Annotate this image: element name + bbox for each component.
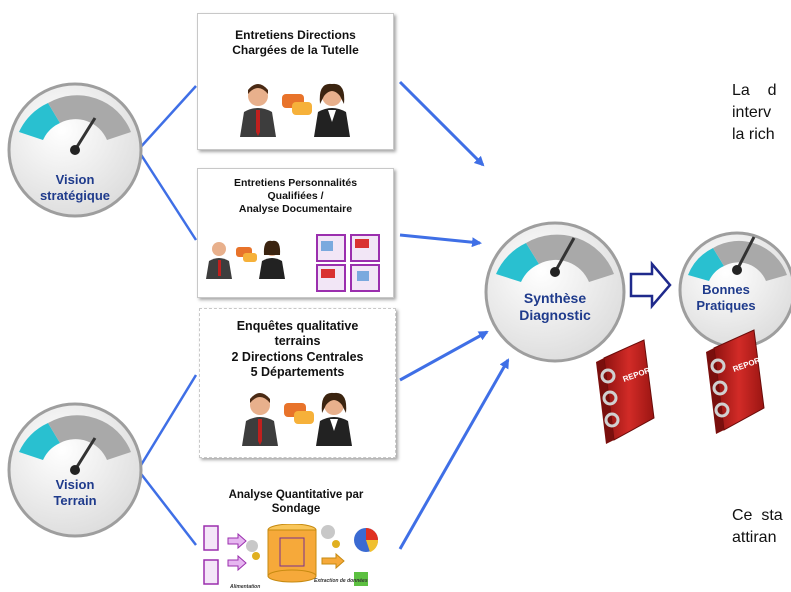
text-line: attiran	[732, 529, 777, 546]
card-title-line: Enquêtes qualitative	[236, 319, 359, 333]
data-pipeline-icon	[203, 524, 379, 586]
gauge-label-line: Pratiques	[696, 297, 756, 313]
text-block-top: La d interv la rich	[732, 80, 776, 146]
arrow-to-bonnes-pratiques-icon	[629, 260, 672, 310]
gauge-label-vision-strategique: Vision stratégique	[35, 172, 115, 203]
arrow-personnalites-to-synthese	[399, 233, 482, 248]
gauge-label-line: Diagnostic	[519, 306, 591, 323]
text-line: La d	[732, 82, 777, 99]
gauge-label-line: stratégique	[39, 187, 111, 203]
documents-icon	[316, 234, 380, 292]
gauge-label-line: Vision	[55, 477, 95, 492]
text-block-bottom: Ce sta attiran	[732, 505, 783, 549]
caption-extraction: Extraction de données	[314, 578, 368, 584]
report-book-icon: REPORT	[706, 329, 766, 434]
report-book-icon: REPORT	[596, 339, 656, 444]
card-analyse-quantitative: Analyse Quantitative par Sondage Aliment…	[196, 488, 396, 592]
card-title-line: Entretiens Directions	[235, 28, 356, 42]
people-conversation-icon	[242, 392, 352, 446]
card-title-line: Analyse Documentaire	[238, 202, 353, 215]
card-enquetes-qualitative: Enquêtes qualitative terrains 2 Directio…	[199, 308, 396, 458]
card-title-line: 2 Directions Centrales	[231, 349, 364, 364]
text-line: la rich	[732, 126, 775, 143]
gauge-bonnes-pratiques	[678, 231, 791, 349]
connector-line	[136, 374, 198, 471]
card-entretiens-personnalites: Entretiens Personnalités Qualifiées / An…	[197, 168, 394, 298]
connector-line	[137, 469, 197, 546]
gauge-synthese-diagnostic	[484, 221, 626, 363]
connector-line	[137, 85, 197, 151]
text-line: Ce sta	[732, 507, 783, 524]
caption-alimentation: Alimentation	[230, 584, 261, 590]
card-entretiens-directions: Entretiens Directions Chargées de la Tut…	[197, 13, 394, 150]
gauge-label-vision-terrain: Vision Terrain	[35, 477, 115, 508]
text-line: interv	[732, 104, 772, 121]
card-title-line: Analyse Quantitative par	[228, 489, 364, 501]
arrow-directions-to-synthese	[398, 80, 485, 167]
people-conversation-icon	[206, 240, 285, 279]
arrow-enquetes-to-synthese	[399, 330, 489, 382]
people-conversation-icon	[240, 83, 350, 137]
gauge-label-line: Terrain	[53, 492, 97, 508]
gauge-vision-terrain	[7, 402, 143, 538]
gauge-label-line: Synthèse	[523, 290, 587, 306]
card-title-line: Qualifiées /	[267, 189, 324, 202]
card-title-line: 5 Départements	[250, 364, 345, 379]
gauge-label-synthese: Synthèse Diagnostic	[505, 290, 605, 324]
gauge-label-bonnes-pratiques: Bonnes Pratiques	[692, 282, 760, 313]
arrow-quantitative-to-synthese	[398, 358, 510, 550]
gauge-label-line: Bonnes	[702, 282, 750, 297]
gauge-label-line: Vision	[55, 172, 95, 187]
card-title-line: Chargées de la Tutelle	[232, 42, 359, 57]
gauge-vision-strategique	[7, 82, 143, 218]
card-title-line: terrains	[274, 334, 321, 349]
connector-line	[136, 149, 198, 241]
card-title-line: Sondage	[271, 503, 321, 516]
card-title-line: Entretiens Personnalités	[233, 177, 358, 189]
